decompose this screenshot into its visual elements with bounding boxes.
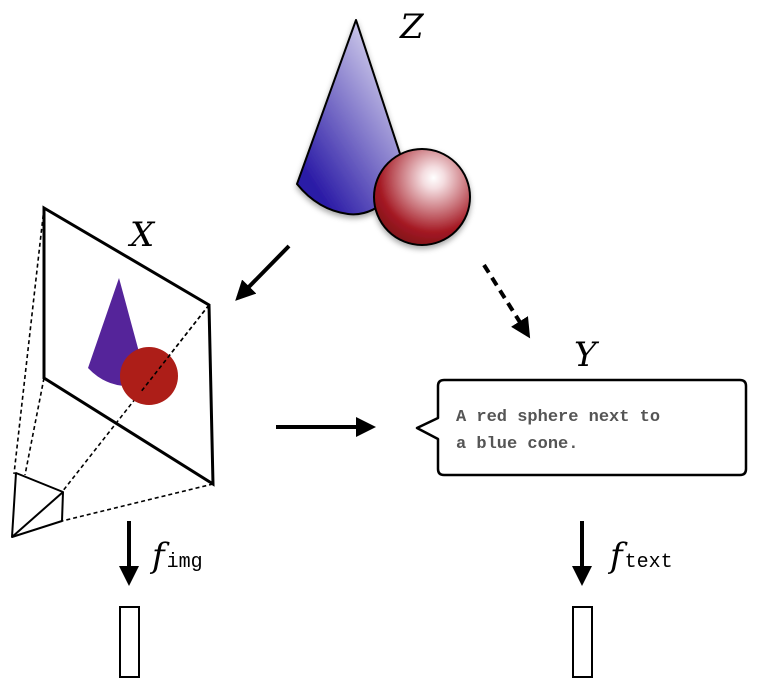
text-embedding [572, 606, 593, 678]
arrow-z-to-x [235, 244, 291, 301]
label-x: X [127, 215, 156, 255]
scene-z [296, 19, 471, 246]
image-sphere [120, 347, 178, 405]
caption-line-2: a blue cone. [456, 435, 578, 454]
label-z: Z [399, 7, 425, 47]
label-y: Y [574, 335, 600, 375]
caption-line-1: A red sphere next to [456, 408, 660, 427]
image-plane [11, 205, 215, 538]
f-text-subscript: text [625, 551, 673, 574]
scene-sphere [373, 148, 471, 246]
image-plane-frame [42, 205, 215, 487]
image-embedding [119, 606, 140, 678]
caption-bubble [415, 378, 748, 477]
f-img-subscript: img [167, 551, 203, 574]
camera-icon [11, 472, 64, 538]
arrow-z-to-y-dashed [482, 263, 531, 339]
camera-rays [13, 207, 214, 522]
